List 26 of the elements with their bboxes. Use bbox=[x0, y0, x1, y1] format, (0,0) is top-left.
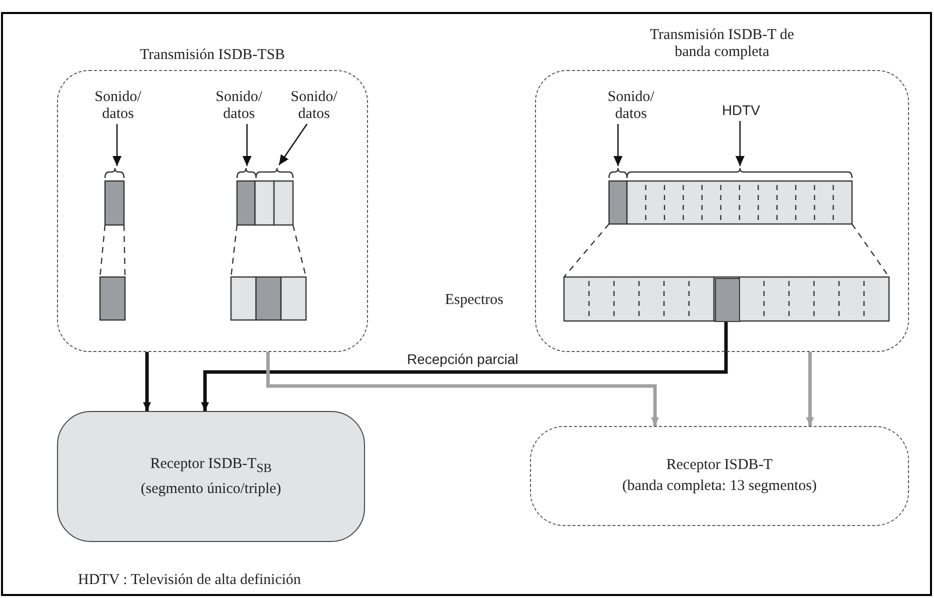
leader-label: Sonido/ datos bbox=[606, 89, 656, 125]
leader-arrow bbox=[110, 124, 124, 166]
receiver-title: Receptor ISDB-T bbox=[666, 456, 773, 475]
receiver-description: (segmento único/triple) bbox=[140, 480, 282, 498]
leader-label: Sonido/ datos bbox=[289, 89, 339, 125]
edge-label: Recepción parcial bbox=[405, 351, 520, 368]
leader-label: HDTV bbox=[719, 102, 763, 122]
leader-arrow bbox=[240, 124, 254, 166]
highlighted-segment bbox=[715, 278, 740, 322]
leader-arrow bbox=[733, 121, 747, 166]
group-heading: Transmisión ISDB-TSB bbox=[139, 47, 286, 64]
arrow bbox=[806, 352, 814, 426]
leader-label: Sonido/ datos bbox=[93, 89, 143, 125]
footnote: HDTV : Televisión de alta definición bbox=[78, 572, 301, 589]
arrow bbox=[201, 321, 728, 411]
arrow bbox=[266, 352, 659, 426]
leader-label: Sonido/ datos bbox=[214, 89, 264, 125]
receiver-box bbox=[530, 426, 909, 526]
receiver-description: (banda completa: 13 segmentos) bbox=[622, 477, 817, 496]
spectrum-label: Espectros bbox=[445, 292, 504, 309]
receiver-title: Receptor ISDB-T$_{SB}$ bbox=[150, 454, 272, 476]
group-heading: Transmisión ISDB-T de banda completa bbox=[648, 27, 796, 61]
leader-arrow bbox=[278, 124, 308, 166]
receiver-box bbox=[57, 411, 365, 542]
arrow bbox=[143, 352, 151, 411]
leader-arrow bbox=[611, 124, 625, 166]
